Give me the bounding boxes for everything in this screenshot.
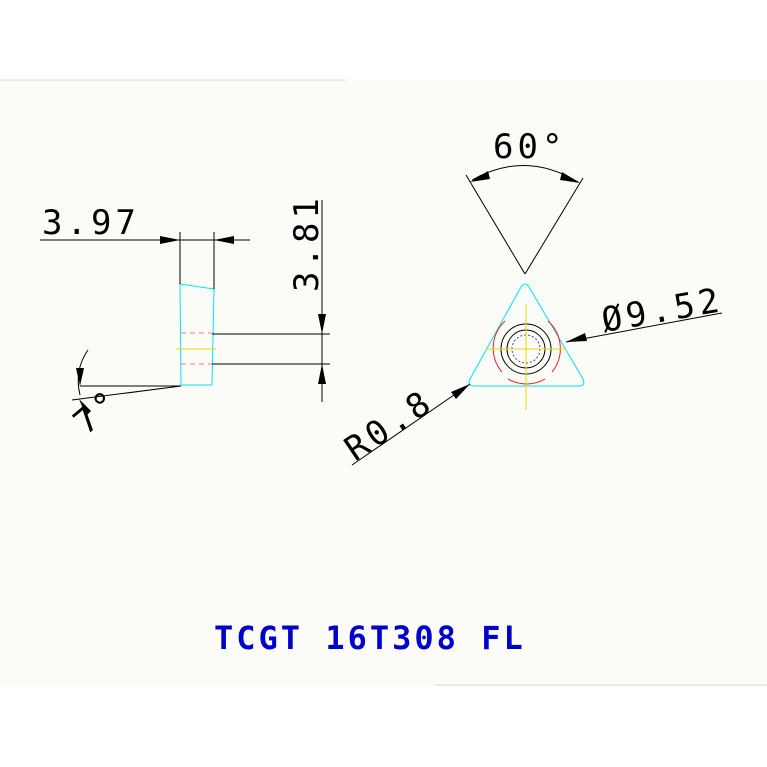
arrow-397-left — [160, 236, 180, 244]
insert-triangle-outline — [468, 283, 585, 387]
leader-diameter — [565, 312, 723, 343]
arrow-radius — [451, 384, 470, 399]
leader-radius — [351, 383, 471, 466]
arrow-381-top — [318, 314, 326, 334]
side-view: 3.97 3.81 7° — [40, 194, 330, 443]
dim-text-height: 3.81 — [287, 194, 327, 292]
chipbreaker-arc-right — [547, 320, 561, 373]
angle-leg-left — [465, 174, 526, 275]
dim-text-angle-60: 60° — [493, 127, 566, 167]
drawing-paper — [0, 80, 767, 685]
arrow-381-bottom — [318, 364, 326, 384]
angle-leg-right — [524, 177, 584, 275]
arrow-60-right — [560, 172, 580, 183]
arrow-7-top — [76, 368, 84, 386]
dim-text-thickness: 3.97 — [42, 203, 140, 243]
part-code-title: TCGT 16T308 FL — [214, 619, 526, 657]
side-profile-outline — [179, 283, 215, 386]
arrow-diameter — [566, 333, 587, 342]
arrow-397-right — [214, 236, 234, 244]
angle-ref-slanted — [71, 385, 182, 401]
arrow-60-left — [470, 171, 490, 182]
arrow-7-bottom — [79, 399, 91, 416]
chipbreaker-arc-left — [492, 320, 506, 373]
